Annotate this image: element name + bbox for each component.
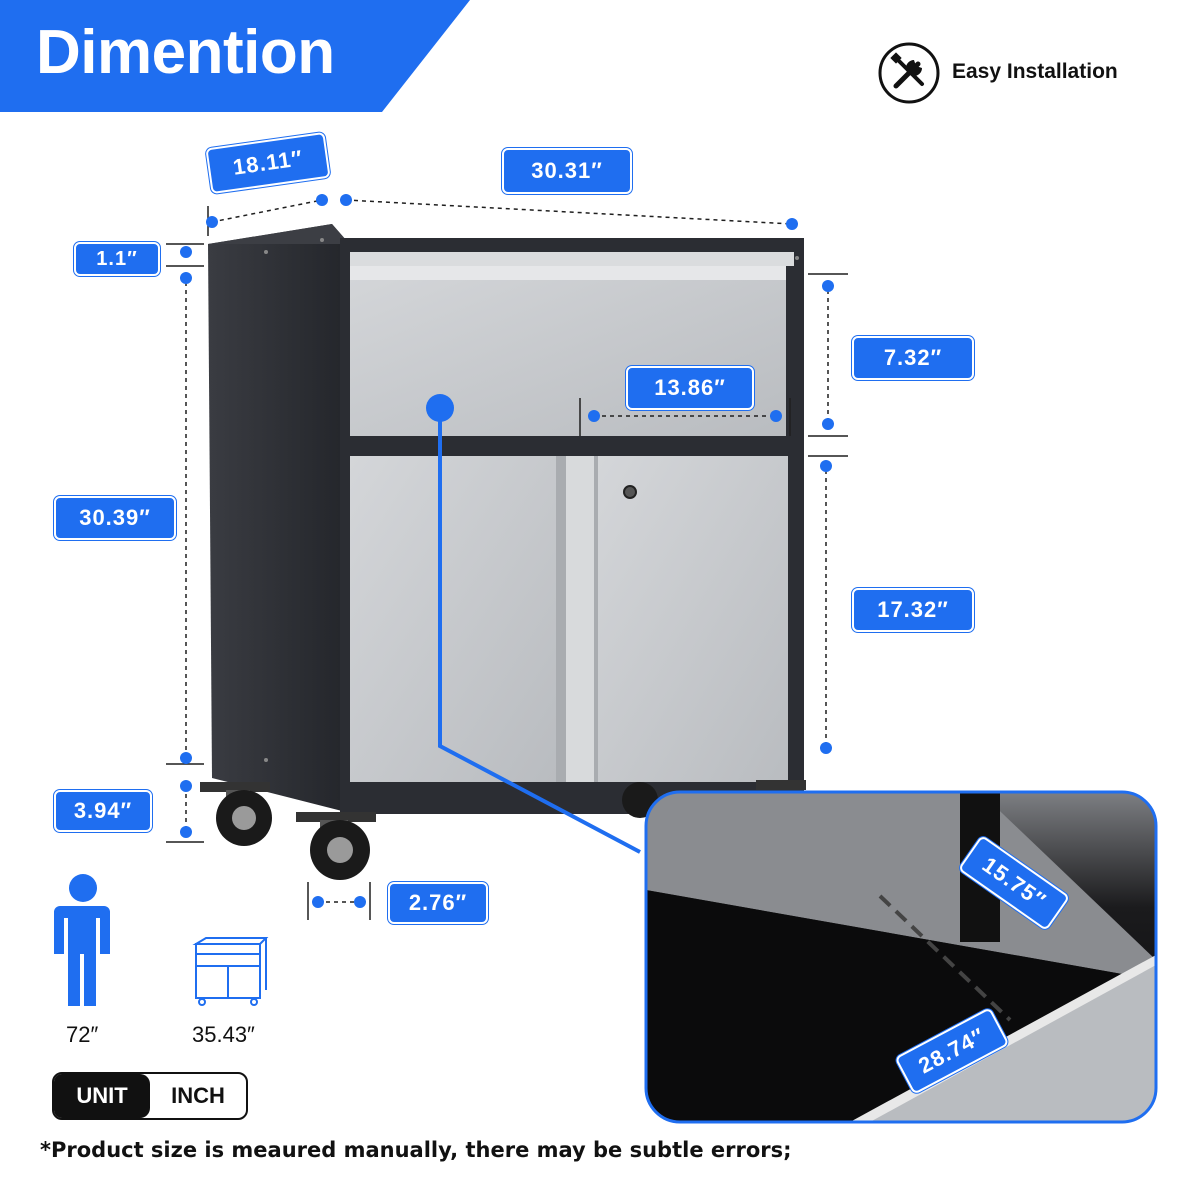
person-icon (54, 874, 110, 1006)
wrench-screwdriver-icon (878, 42, 940, 104)
cabinet-side (208, 224, 346, 812)
door-height-badge: 17.32″ (852, 588, 974, 632)
person-height-label: 72″ (66, 1022, 99, 1047)
cabinet-outline-icon (192, 937, 269, 1006)
inner-zoom-inset (646, 792, 1156, 1122)
page-title: Dimention (36, 18, 335, 87)
dimension-endpoints (180, 194, 834, 908)
caster-left-front (296, 812, 376, 880)
width-badge: 30.31″ (502, 148, 632, 194)
drawer-height-badge: 7.32″ (852, 336, 974, 380)
lock-icon (623, 485, 637, 499)
unit-indicator: UNIT INCH (52, 1072, 248, 1120)
left-door (350, 456, 556, 782)
cabinet-height-label: 35.43″ (192, 1022, 255, 1047)
right-door (598, 456, 788, 782)
footnote: *Product size is meaured manually, there… (40, 1138, 792, 1162)
body-height-badge: 30.39″ (54, 496, 176, 540)
feature-label: Easy Installation (952, 60, 1118, 83)
top-thickness-badge: 1.1″ (74, 242, 160, 276)
unit-value: INCH (171, 1083, 225, 1108)
drawer-width-badge: 13.86″ (626, 366, 754, 410)
center-rail (566, 456, 594, 782)
caster-width-badge: 2.76″ (388, 882, 488, 924)
title-banner (0, 0, 470, 112)
caster-left-back (200, 782, 272, 846)
unit-label: UNIT (54, 1074, 150, 1118)
caster-height-badge: 3.94″ (54, 790, 152, 832)
drawer-panel (350, 266, 786, 436)
